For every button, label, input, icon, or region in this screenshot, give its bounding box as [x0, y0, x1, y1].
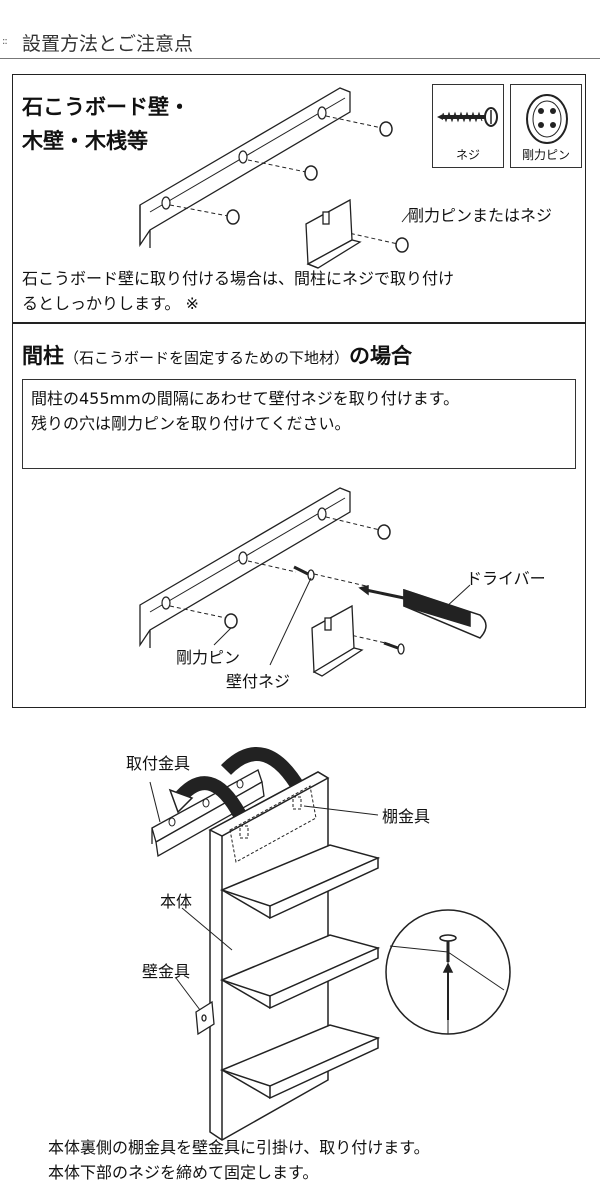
- screw-icon-label: ネジ: [455, 148, 480, 162]
- label-wall-screw: 壁付ネジ: [226, 672, 291, 691]
- shelf-body: [208, 771, 381, 1141]
- section2-title-suffix: の場合: [349, 344, 413, 368]
- section1-desc-line1: 石こうボード壁に取り付ける場合は、間柱にネジで取り付け: [22, 269, 455, 288]
- section2-title-main: 間柱: [22, 344, 64, 368]
- pin-icon: [526, 94, 568, 144]
- rail-1-dashes: [169, 115, 399, 245]
- bracket-holes: [168, 779, 244, 827]
- section2-info-text: 間柱の455mmの間隔にあわせて壁付ネジを取り付けます。 残りの穴は剛力ピンを取…: [31, 386, 459, 436]
- section1-title-line2: 木壁・木桟等: [22, 129, 148, 153]
- wall-screw-1: [293, 565, 315, 581]
- label-body: 本体: [160, 892, 193, 911]
- section2-info-line1: 間柱の455mmの間隔にあわせて壁付ネジを取り付けます。: [31, 389, 460, 408]
- header-rule: [0, 58, 600, 59]
- section2-info-line2: 残りの穴は剛力ピンを取り付けてください。: [31, 414, 351, 433]
- screw-icon-box: ネジ: [432, 84, 504, 168]
- screw-detail-circle: [385, 909, 511, 1035]
- section3-leaders: [149, 781, 379, 1011]
- bracket-1: [305, 198, 362, 269]
- wall-rail-1: [139, 87, 351, 248]
- rail-1-pins: [226, 121, 409, 253]
- section2-title: 間柱（石こうボードを固定するための下地材）の場合: [22, 340, 412, 370]
- rotation-arrows: [168, 747, 307, 819]
- page-title: 設置方法とご注意点: [22, 33, 194, 55]
- label-driver: ドライバー: [466, 569, 546, 588]
- pin-icon-box: 剛力ピン: [510, 84, 582, 168]
- section1-desc: 石こうボード壁に取り付ける場合は、間柱にネジで取り付け るとしっかりします。 ※: [22, 266, 454, 316]
- shelf-back-brackets: [229, 785, 317, 863]
- section2-leaders: [213, 577, 471, 666]
- header-bullet: ::: [2, 36, 8, 47]
- rail-2-keyholes: [161, 507, 327, 610]
- section1-desc-line2: るとしっかりします。 ※: [22, 294, 199, 313]
- rail-1-keyholes: [161, 106, 327, 210]
- callout-1-leader: [401, 211, 411, 223]
- section3-caption: 本体裏側の棚金具を壁金具に引掛け、取り付けます。 本体下部のネジを締めて固定しま…: [48, 1135, 430, 1185]
- pin-icon-label: 剛力ピン: [521, 148, 570, 162]
- label-shelf-bracket: 棚金具: [382, 807, 431, 826]
- section1-title: 石こうボード壁・ 木壁・木桟等: [22, 90, 190, 158]
- label-wall-bracket: 壁金具: [142, 962, 191, 981]
- section2-info-box: 間柱の455mmの間隔にあわせて壁付ネジを取り付けます。 残りの穴は剛力ピンを取…: [22, 379, 576, 469]
- wall-bracket: [195, 1000, 215, 1036]
- page-header: :: 設置方法とご注意点: [0, 0, 600, 60]
- bracket-2: [311, 604, 364, 677]
- label-mounting-bracket: 取付金具: [126, 754, 191, 773]
- section3-caption-line1: 本体裏側の棚金具を壁金具に引掛け、取り付けます。: [48, 1138, 430, 1157]
- wall-screw-2: [383, 641, 405, 655]
- section3-caption-line2: 本体下部のネジを締めて固定します。: [48, 1163, 319, 1182]
- screwdriver-icon: [358, 585, 487, 639]
- wall-rail-2: [139, 487, 351, 648]
- label-pin: 剛力ピン: [176, 648, 241, 667]
- instruction-box: [12, 74, 586, 708]
- callout-pin-or-screw: 剛力ピンまたはネジ: [408, 206, 553, 225]
- section-divider: [12, 322, 586, 324]
- section2-title-paren: （石こうボードを固定するための下地材）: [64, 349, 350, 367]
- section1-title-line1: 石こうボード壁・: [22, 95, 190, 119]
- screw-icon: [437, 107, 498, 127]
